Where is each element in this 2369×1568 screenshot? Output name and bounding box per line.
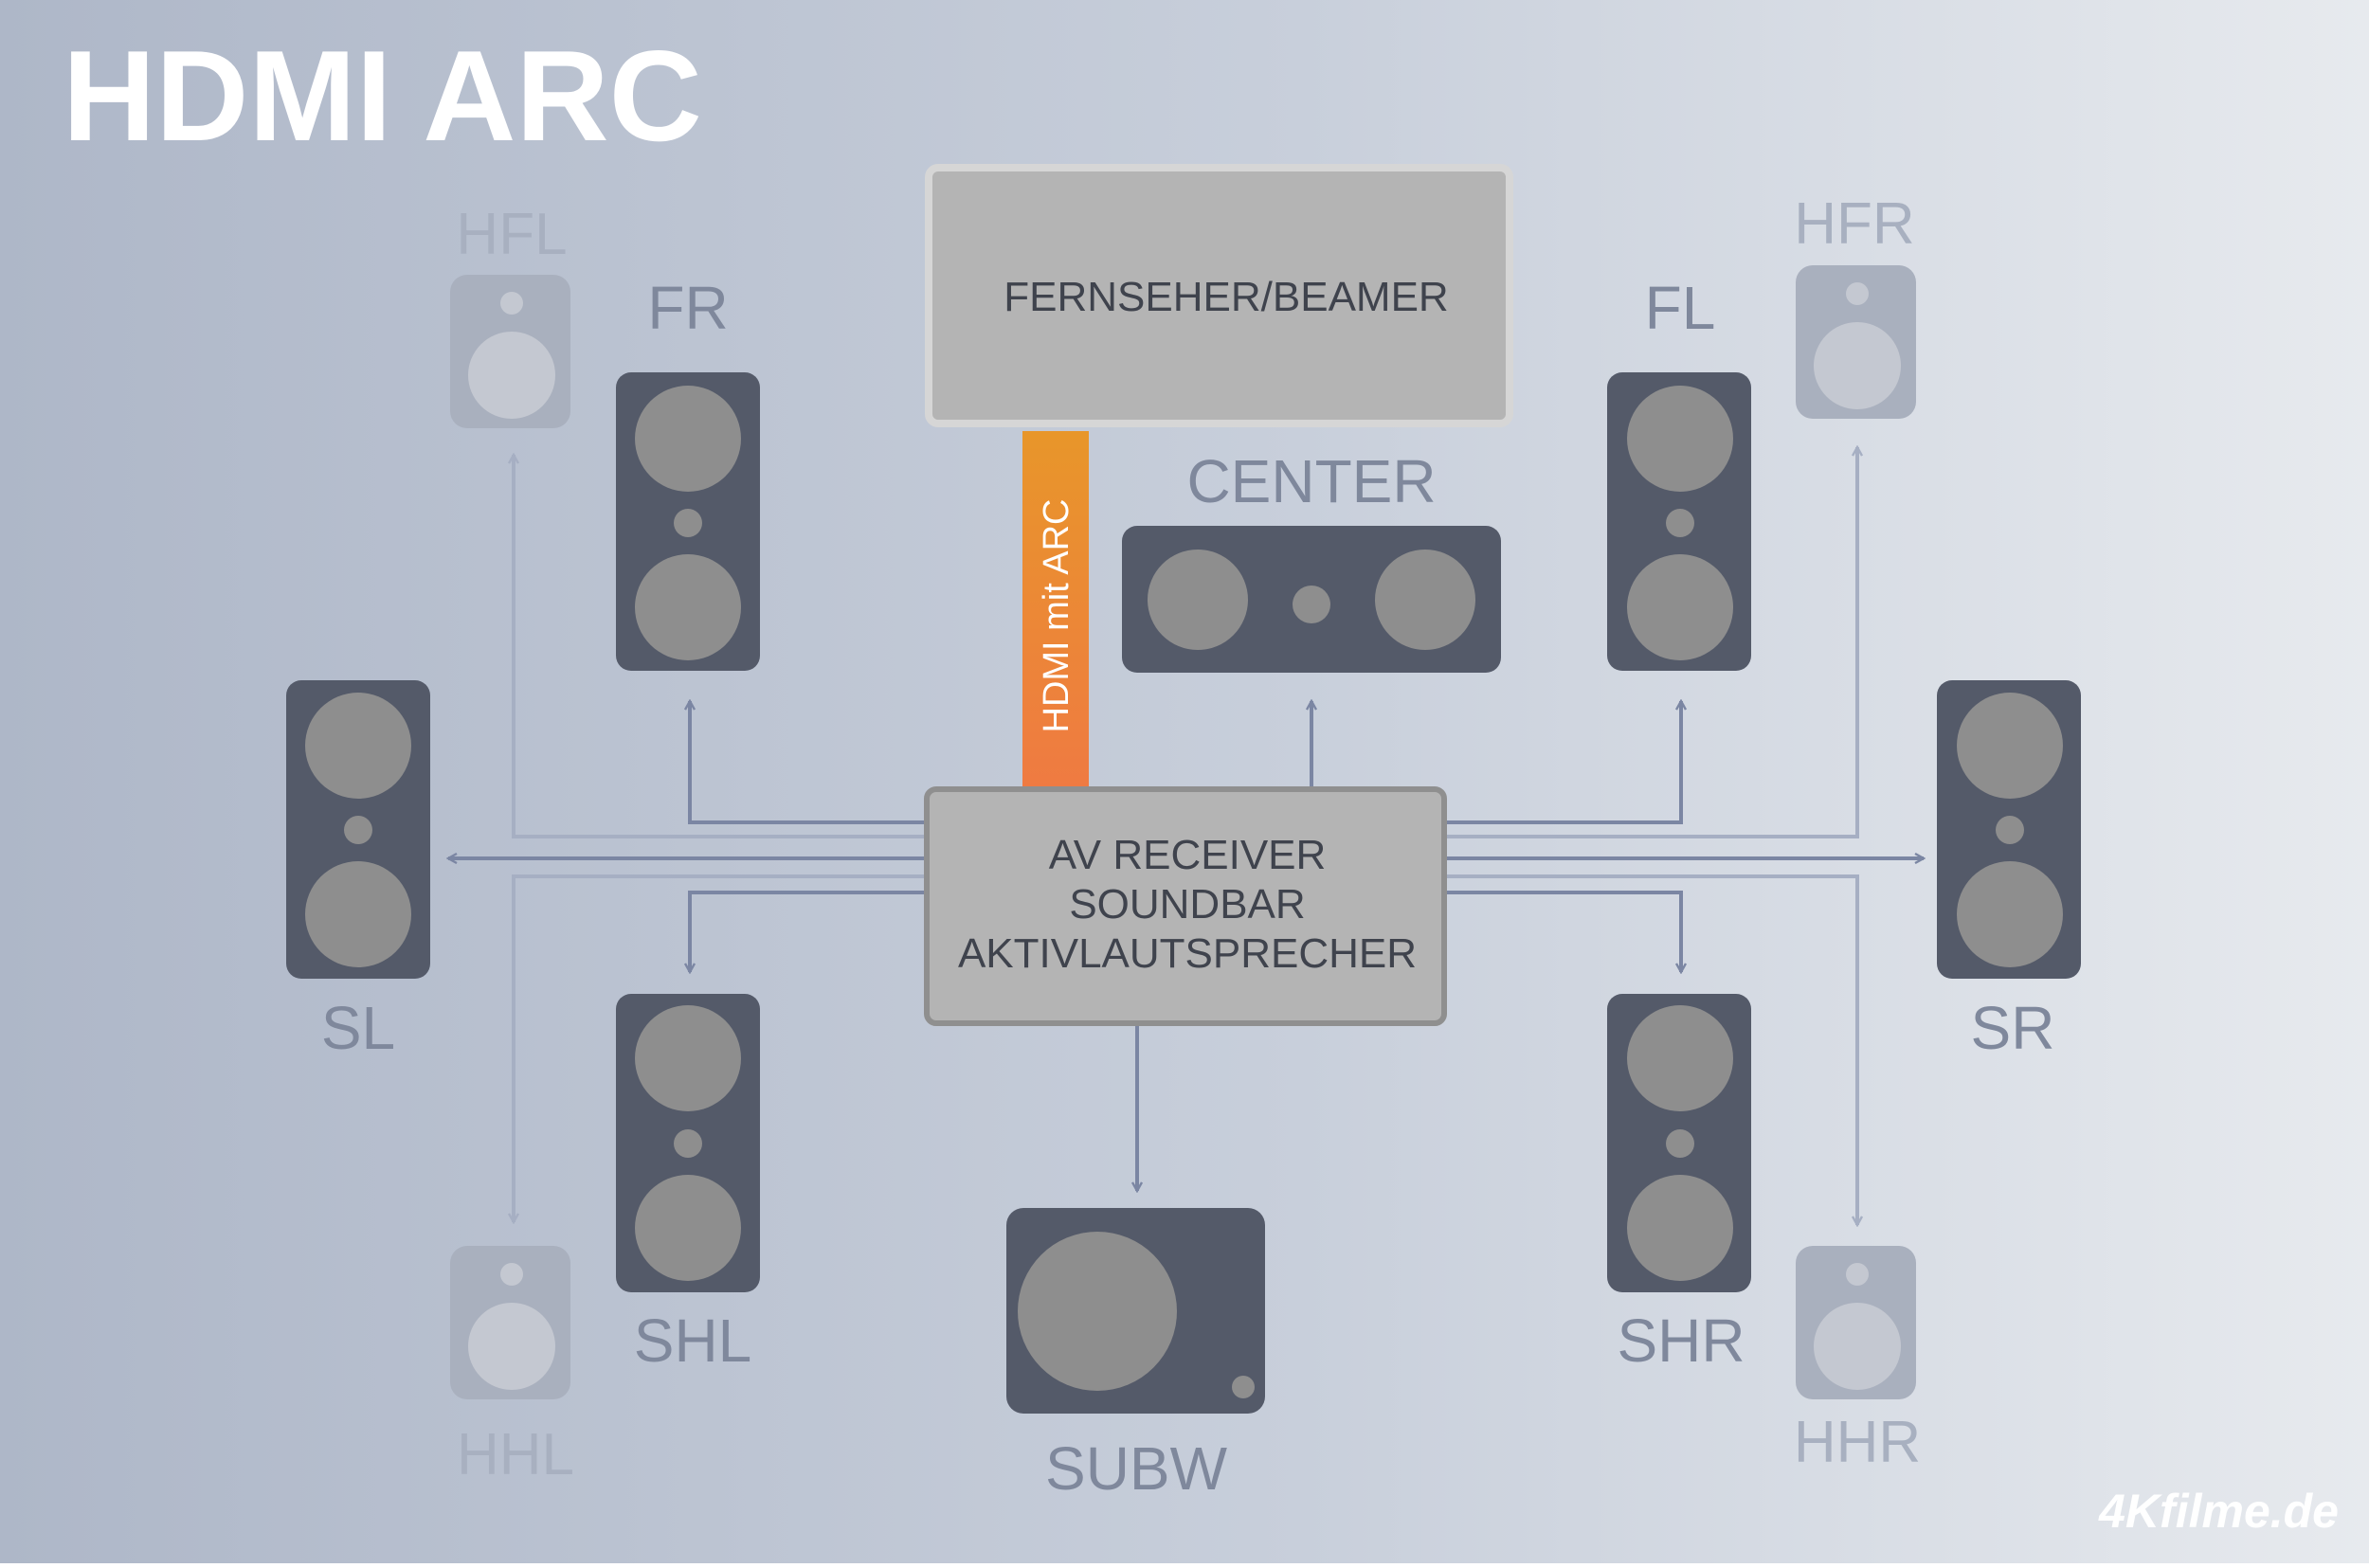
- speaker-label-fr: FR: [647, 274, 728, 342]
- brand-suffix: filme.de: [2160, 1485, 2339, 1538]
- page-title: HDMI ARC: [63, 24, 702, 168]
- speaker-shl: [616, 994, 760, 1292]
- speaker-hhr: [1796, 1246, 1916, 1399]
- speaker-label-center: CENTER: [1186, 447, 1436, 515]
- svg-text:4Kfilme.de: 4Kfilme.de: [2098, 1485, 2339, 1538]
- speaker-fl: [1607, 372, 1751, 671]
- speaker-sr: [1937, 680, 2081, 979]
- tv-label: FERNSEHER/BEAMER: [1004, 274, 1448, 320]
- speaker-label-shr: SHR: [1617, 1307, 1745, 1375]
- brand-logo: 4Kfilme.de: [2098, 1485, 2339, 1538]
- speaker-hhl: [450, 1246, 570, 1399]
- brand-prefix: 4K: [2098, 1485, 2163, 1538]
- speaker-subw: [1006, 1208, 1265, 1414]
- av-receiver-device: AV RECEIVER SOUNDBAR AKTIVLAUTSPRECHER: [924, 786, 1447, 1026]
- speaker-label-hhl: HHL: [457, 1422, 574, 1487]
- speaker-label-hfr: HFR: [1794, 191, 1914, 257]
- speaker-fr: [616, 372, 760, 671]
- speaker-label-shl: SHL: [634, 1307, 752, 1375]
- speaker-signal-lines: [448, 701, 1924, 1191]
- receiver-line-1: AV RECEIVER: [1049, 832, 1327, 878]
- speaker-label-hhr: HHR: [1794, 1410, 1921, 1475]
- speaker-label-subw: SUBW: [1045, 1434, 1228, 1503]
- tv-beamer-device: FERNSEHER/BEAMER: [925, 164, 1513, 427]
- height-speaker-lines: [514, 447, 1857, 1225]
- receiver-line-2: SOUNDBAR: [1069, 881, 1305, 928]
- cable-label: HDMI mit ARC: [1037, 499, 1076, 733]
- speaker-hfr: [1796, 265, 1916, 419]
- speaker-sl: [286, 680, 430, 979]
- hdmi-arc-cable: HDMI mit ARC: [1022, 431, 1089, 791]
- speaker-label-sl: SL: [321, 994, 395, 1062]
- speaker-label-hfl: HFL: [456, 202, 567, 267]
- speaker-center: [1122, 526, 1501, 673]
- speaker-hfl: [450, 275, 570, 428]
- speaker-label-fl: FL: [1645, 274, 1716, 342]
- receiver-line-3: AKTIVLAUTSPRECHER: [958, 930, 1417, 977]
- speaker-shr: [1607, 994, 1751, 1292]
- speaker-label-sr: SR: [1971, 994, 2055, 1062]
